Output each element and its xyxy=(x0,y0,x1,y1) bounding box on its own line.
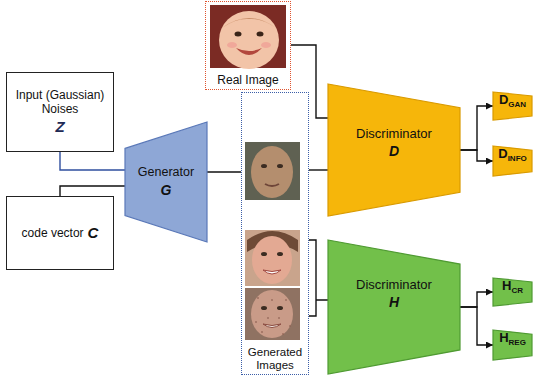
generator-trapezoid-fill xyxy=(125,122,207,242)
face-detail xyxy=(261,331,263,333)
face-detail xyxy=(235,32,242,37)
generated-face xyxy=(245,142,300,200)
node-text: CR xyxy=(511,286,523,296)
node-content: Generated Images xyxy=(242,93,308,374)
node-text: INFO xyxy=(508,154,527,164)
node-text: code vector xyxy=(22,226,84,240)
real-image-frame: Real Image xyxy=(205,1,291,90)
output-head: DGAN xyxy=(493,92,532,120)
node-text: Z xyxy=(55,118,64,136)
node-text: D xyxy=(498,146,507,162)
node-content: code vector C xyxy=(7,197,113,269)
node-text: Input (Gaussian) Noises xyxy=(13,88,107,117)
output-head: DINFO xyxy=(493,146,532,176)
output-head-fill xyxy=(493,146,532,176)
face-detail xyxy=(282,333,284,335)
face-detail xyxy=(257,32,264,37)
generator-trapezoid-outline xyxy=(125,122,207,242)
face-detail xyxy=(255,321,257,323)
discriminator-trapezoid-fill xyxy=(328,240,460,374)
output-head-fill xyxy=(493,330,532,360)
output-head-fill xyxy=(493,278,532,306)
connector xyxy=(309,240,328,316)
face-detail xyxy=(261,252,267,256)
generated-images-frame: Generated Images xyxy=(241,92,309,375)
face-detail xyxy=(261,306,267,310)
node-text: D xyxy=(389,143,399,160)
node-text: REG xyxy=(509,338,526,348)
connector xyxy=(60,186,125,196)
face-detail xyxy=(277,164,283,168)
node-content: DiscriminatorH xyxy=(328,240,460,374)
face-detail xyxy=(255,297,291,335)
node-text: Discriminator xyxy=(356,277,432,293)
face-detail xyxy=(285,299,287,301)
connector xyxy=(460,307,493,345)
output-head: HCR xyxy=(493,278,532,306)
face-detail xyxy=(263,270,281,274)
connector xyxy=(460,106,493,150)
node-content: HREG xyxy=(493,330,532,360)
face-detail xyxy=(277,306,283,310)
node-content: HCR xyxy=(493,278,532,306)
real-face xyxy=(210,5,286,69)
face-detail xyxy=(251,146,293,198)
face-detail xyxy=(236,48,262,55)
code-box: code vector C xyxy=(6,196,114,270)
node-content: Input (Gaussian) NoisesZ xyxy=(7,73,113,151)
generator-trapezoid: GeneratorG xyxy=(125,122,207,242)
face-detail xyxy=(277,252,283,256)
node-text: C xyxy=(88,224,99,242)
face-detail xyxy=(267,317,269,319)
output-head: HREG xyxy=(493,330,532,360)
face-detail xyxy=(263,324,281,328)
node-text: Discriminator xyxy=(356,126,432,142)
node-content: DINFO xyxy=(493,146,532,176)
node-text: G xyxy=(161,182,172,199)
generated-face xyxy=(245,230,300,286)
node-text: D xyxy=(499,92,508,108)
node-content: GeneratorG xyxy=(125,122,207,242)
node-content: DGAN xyxy=(493,92,532,120)
face-detail xyxy=(219,11,279,69)
connector xyxy=(207,171,241,172)
face-detail xyxy=(210,5,286,68)
node-text: GAN xyxy=(508,100,526,110)
face-detail xyxy=(252,236,292,284)
connector xyxy=(460,150,493,161)
discriminator-trapezoid: DiscriminatorH xyxy=(328,240,460,374)
face-detail xyxy=(261,42,271,48)
face-detail xyxy=(261,164,267,168)
node-text: H xyxy=(502,278,511,294)
connector xyxy=(460,292,493,307)
face-detail xyxy=(251,290,293,338)
face-detail xyxy=(227,42,237,48)
face-detail xyxy=(222,18,276,28)
output-head-fill xyxy=(493,92,532,120)
face-detail xyxy=(265,184,279,186)
discriminator-trapezoid: DiscriminatorD xyxy=(328,84,460,216)
connector xyxy=(291,45,328,118)
input-box: Input (Gaussian) NoisesZ xyxy=(6,72,114,152)
face-detail xyxy=(245,230,300,286)
connector xyxy=(309,169,328,170)
face-detail xyxy=(278,317,280,319)
connector xyxy=(60,152,125,170)
face-detail xyxy=(289,325,291,327)
node-text: Generator xyxy=(138,165,194,180)
discriminator-trapezoid-fill xyxy=(328,84,460,216)
node-text: Real Image xyxy=(217,73,278,87)
face-detail xyxy=(245,142,300,200)
face-detail xyxy=(257,297,259,299)
node-content: Real Image xyxy=(206,2,290,89)
face-detail xyxy=(271,299,273,301)
node-text: Generated Images xyxy=(243,346,307,372)
node-text: H xyxy=(389,294,399,311)
generated-face xyxy=(245,288,300,340)
node-content: DiscriminatorD xyxy=(328,84,460,216)
face-detail xyxy=(245,288,300,340)
node-text: H xyxy=(499,330,508,346)
